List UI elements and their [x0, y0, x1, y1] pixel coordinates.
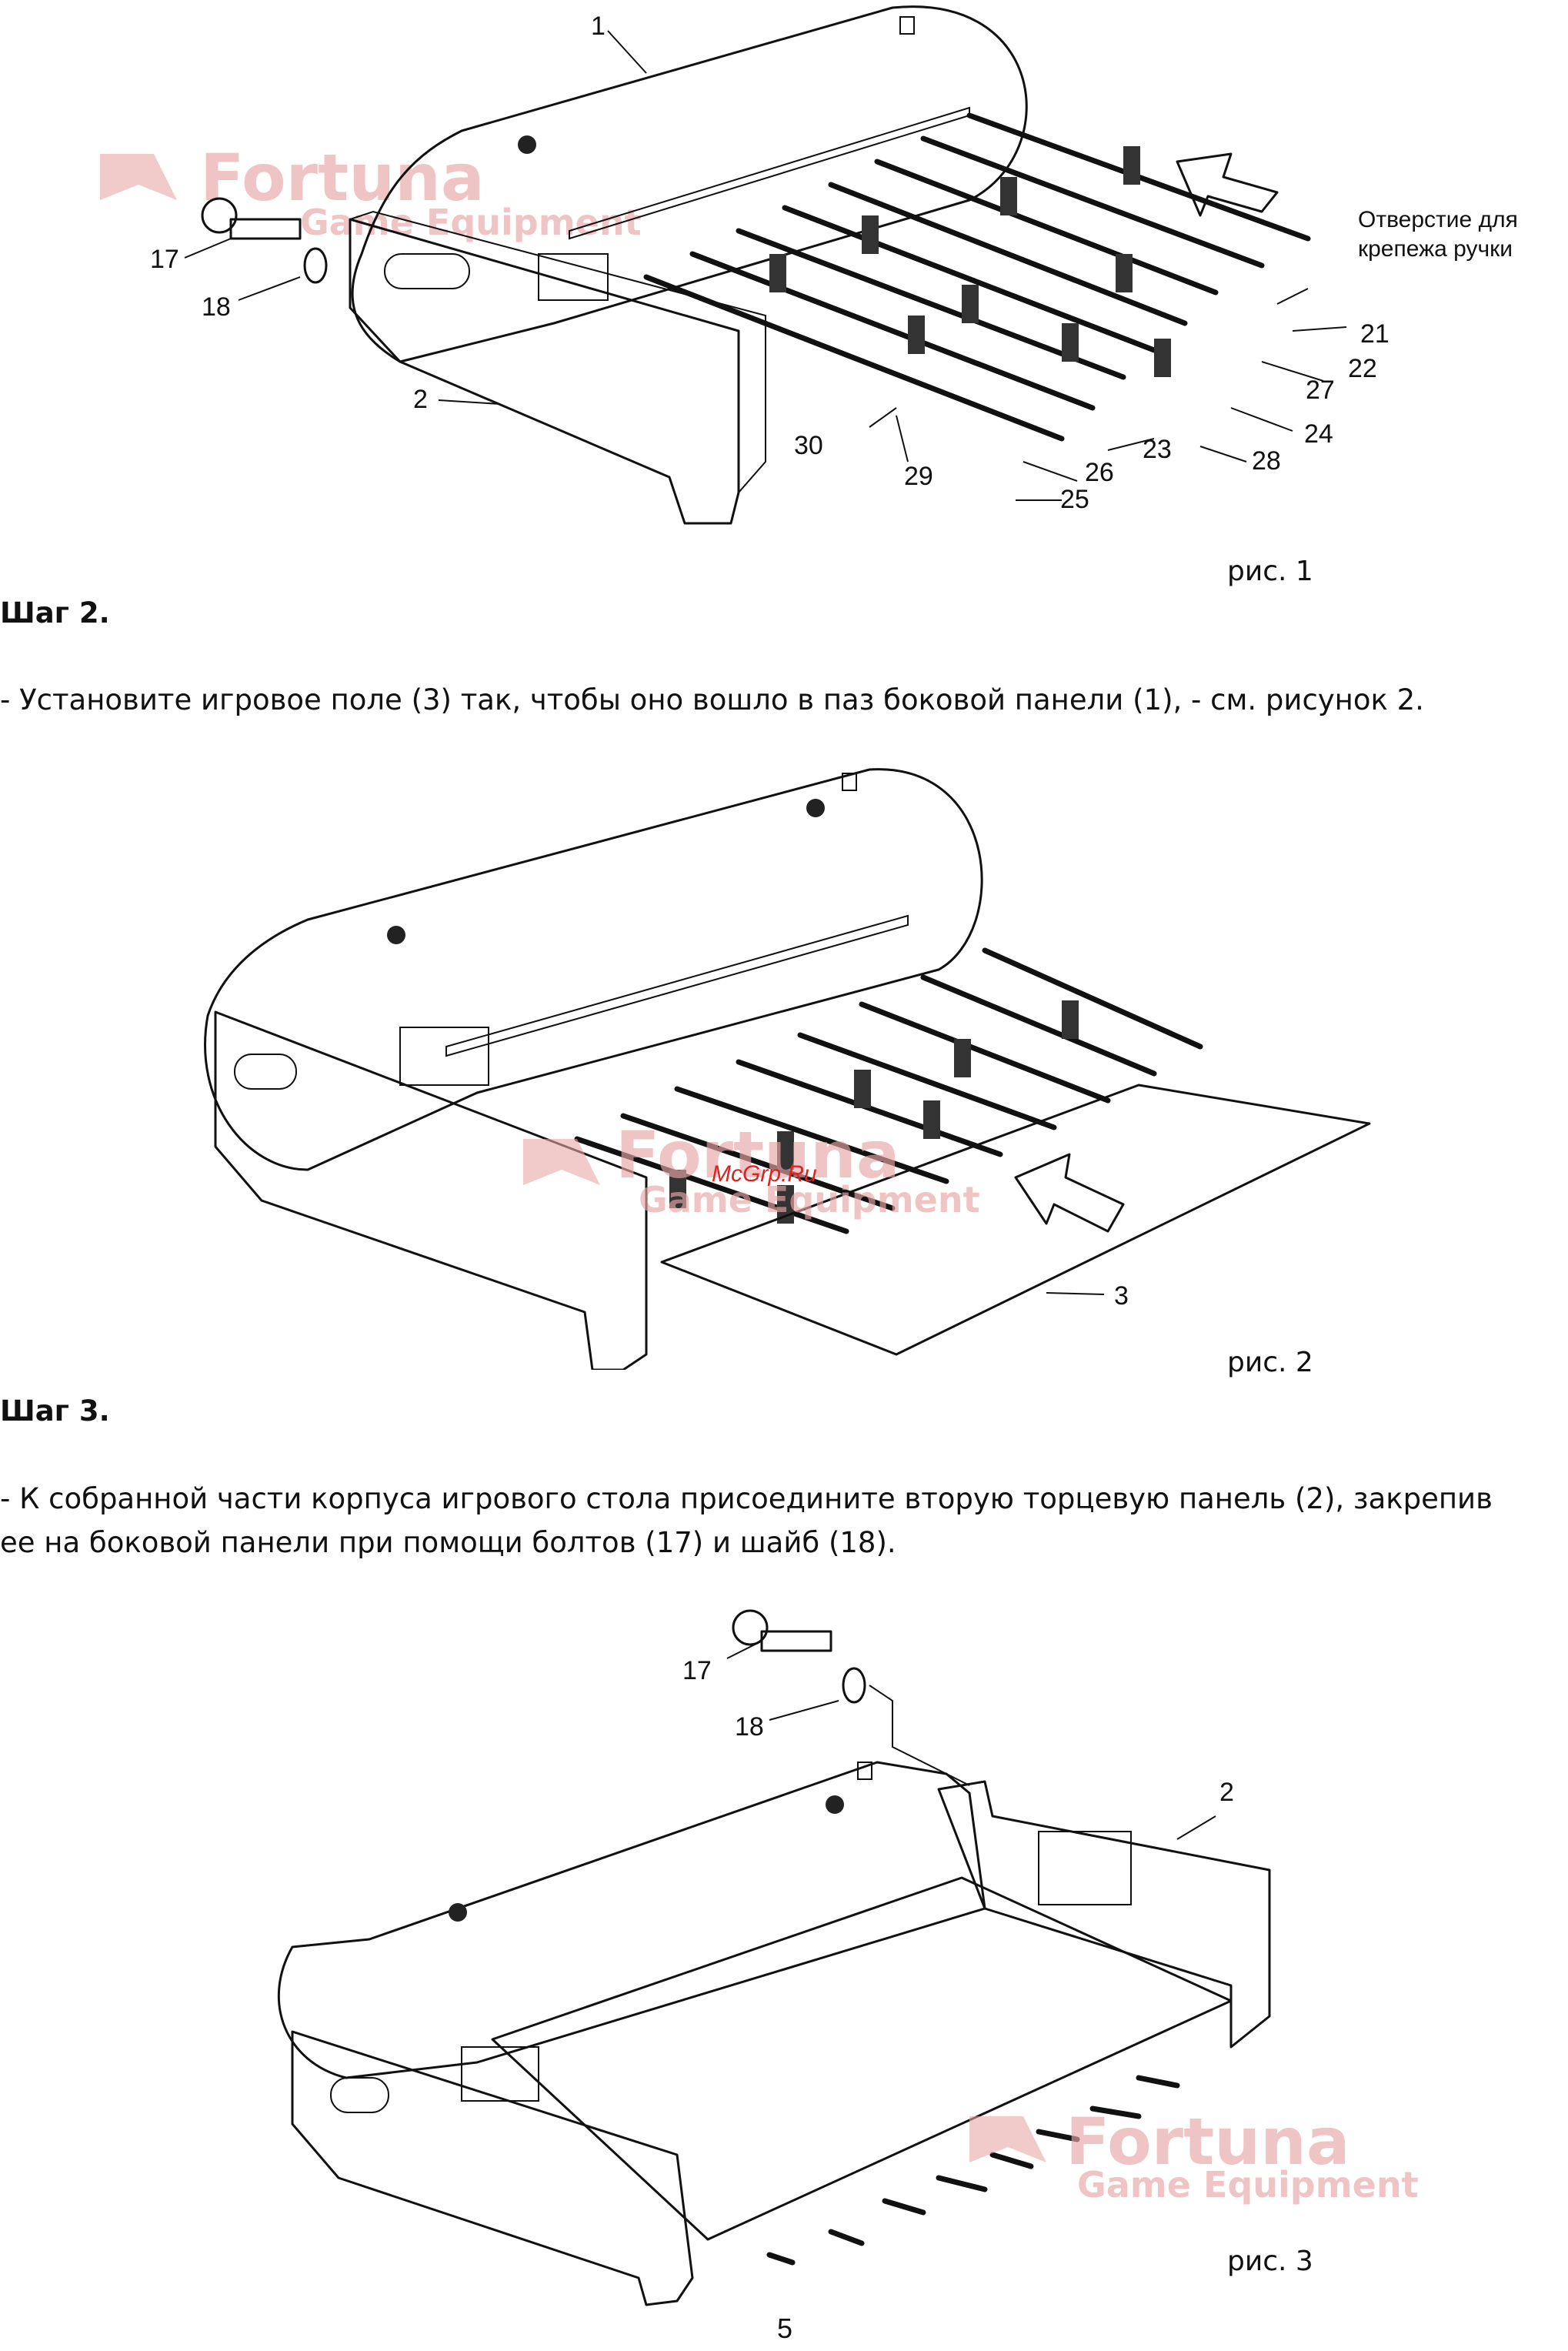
bumper-icon	[518, 135, 536, 154]
handle-hole	[330, 2077, 389, 2113]
callout-2: 2	[413, 385, 428, 414]
handle-hole	[384, 253, 470, 289]
watermark-brand: Fortuna	[1066, 2104, 1350, 2179]
end-panel-2	[937, 1780, 1271, 2049]
page-number: 5	[777, 2313, 793, 2344]
end-panel-2	[349, 218, 740, 525]
figure-1-caption: рис. 1	[1227, 556, 1313, 587]
callout-18: 18	[735, 1712, 764, 1742]
watermark-sub: Game Equipment	[639, 1179, 980, 1221]
callout-21: 21	[1360, 319, 1390, 349]
figure-2-caption: рис. 2	[1227, 1347, 1313, 1378]
rods-group	[574, 947, 1203, 1234]
rods-group	[766, 2075, 1180, 2266]
leader-lines	[726, 1642, 1216, 1840]
figure-3-caption: рис. 3	[1227, 2246, 1313, 2277]
callout-26: 26	[1085, 458, 1114, 487]
bumper-icon	[449, 1903, 467, 1922]
callout-17: 17	[682, 1656, 712, 1685]
end-panel-block	[538, 253, 609, 301]
washer-18-icon	[842, 1667, 866, 1704]
watermark-site: McGrp.Ru	[712, 1161, 817, 1187]
bolt-17-icon	[201, 197, 302, 240]
figure-3: Fortuna Game Equipment 17 18 2	[277, 1609, 1419, 2306]
bumper-icon	[826, 1795, 844, 1814]
step-3-text-line-1: - К собранной части корпуса игрового сто…	[0, 1482, 1493, 1515]
callout-23: 23	[1143, 435, 1172, 464]
end-panel-2	[214, 1010, 648, 1370]
callout-27: 27	[1306, 376, 1335, 405]
watermark-fortuna-3: Fortuna Game Equipment	[969, 2104, 1419, 2206]
figure-1: Fortuna Game Equipment	[100, 5, 1518, 525]
handle-hole-note-line-2: крепежа ручки	[1358, 236, 1513, 262]
slot	[857, 1762, 872, 1780]
leader-lines	[184, 30, 1347, 501]
panel-groove	[445, 914, 909, 1057]
callout-28: 28	[1252, 446, 1281, 476]
insert-arrow-icon	[1014, 1153, 1125, 1233]
callout-22: 22	[1348, 354, 1377, 383]
leader-line-3	[1046, 1292, 1105, 1295]
end-panel-near	[291, 2030, 694, 2306]
step-3-heading: Шаг 3.	[0, 1394, 110, 1428]
side-panel-1	[351, 5, 1028, 363]
bolt-path	[869, 1685, 970, 1786]
callout-25: 25	[1060, 485, 1089, 514]
end-panel-block	[1038, 1831, 1132, 1905]
watermark-brand: Fortuna	[200, 140, 485, 215]
bumper-icon	[387, 926, 405, 944]
end-panel-block	[399, 1027, 489, 1086]
washer-18-icon	[303, 247, 328, 284]
callout-30: 30	[794, 431, 823, 460]
callout-18: 18	[202, 292, 231, 322]
callout-3: 3	[1114, 1281, 1129, 1311]
callout-1: 1	[591, 12, 606, 41]
handle-hole-note-line-1: Отверстие для	[1358, 207, 1518, 232]
slot	[842, 773, 857, 791]
end-panel-block	[461, 2046, 539, 2102]
insert-arrow-icon	[1176, 152, 1279, 217]
end-panel-top-edge	[349, 210, 766, 493]
side-panel-1	[204, 768, 983, 1171]
step-2-text: - Установите игровое поле (3) так, чтобы…	[0, 683, 1424, 716]
bolt-17-icon	[732, 1609, 832, 1652]
rods-group	[643, 112, 1311, 442]
bumper-icon	[806, 799, 825, 817]
slot	[899, 16, 915, 35]
callout-29: 29	[904, 462, 933, 491]
watermark-fortuna-2: Fortuna Game Equipment McGrp.Ru	[523, 1117, 980, 1221]
figure-2: Fortuna Game Equipment McGrp.Ru 3	[204, 768, 1371, 1370]
step-3-text-line-2: ее на боковой панели при помощи болтов (…	[0, 1526, 896, 1559]
callout-2: 2	[1219, 1778, 1234, 1807]
watermark-sub: Game Equipment	[1077, 2164, 1419, 2206]
playing-field-3	[660, 1084, 1371, 1356]
handle-hole	[234, 1054, 297, 1090]
callout-17: 17	[150, 245, 179, 274]
callout-24: 24	[1304, 419, 1333, 449]
step-2-heading: Шаг 2.	[0, 596, 110, 629]
watermark-brand: Fortuna	[616, 1117, 900, 1193]
side-panel-1	[277, 1761, 986, 2079]
